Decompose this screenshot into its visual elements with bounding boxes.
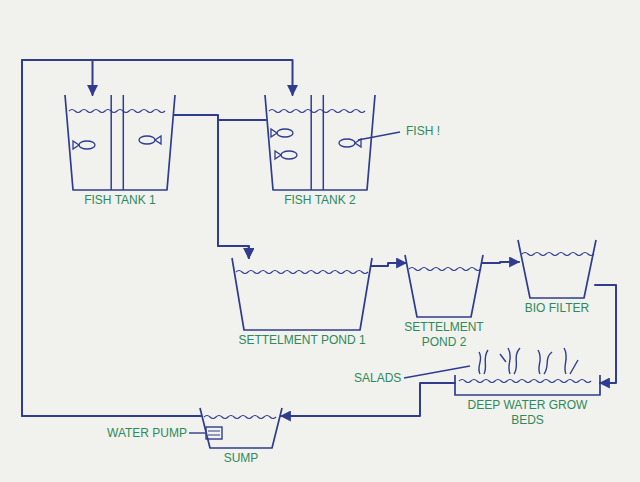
- node-label: SETTELMENT POND 2: [394, 320, 494, 350]
- pond-outline: [405, 255, 483, 317]
- divider: [123, 95, 125, 190]
- sump-outline: [200, 408, 282, 448]
- pipe-connector: [281, 383, 455, 416]
- fish-tail: [271, 129, 277, 137]
- fish-sketch: [79, 141, 95, 149]
- pipe-connector: [371, 263, 406, 266]
- water-line: [459, 380, 591, 383]
- pond-outline: [518, 240, 596, 298]
- fish-sketch: [339, 139, 355, 147]
- grow-bed-outline: [455, 375, 600, 395]
- plant-sketch: [479, 350, 488, 374]
- fish-sketch: [139, 136, 155, 144]
- vessel-outline: [65, 95, 175, 190]
- vessel-outline: [232, 258, 372, 330]
- callout-label: WATER PUMP: [105, 426, 189, 441]
- vessel-outline: [265, 95, 375, 190]
- fish-tail: [355, 139, 361, 147]
- callout-label: FISH !: [404, 124, 442, 139]
- divider: [110, 95, 112, 190]
- plant-sketch: [500, 348, 520, 374]
- vessel-node: BIO FILTER: [518, 240, 596, 316]
- water-line: [269, 110, 365, 113]
- node-label: DEEP WATER GROW BEDS: [453, 398, 603, 428]
- vessel-node: FISH TANK 2: [265, 95, 375, 208]
- water-line: [409, 268, 481, 271]
- leader-line: [358, 132, 400, 140]
- pipe-connector: [218, 120, 266, 258]
- plant-sketch: [538, 350, 552, 374]
- water-line: [522, 253, 594, 256]
- pipe-connector: [482, 262, 519, 263]
- vessel-outline: [200, 408, 282, 448]
- vessel-node: SUMP: [200, 408, 282, 466]
- fish-tail: [155, 136, 161, 144]
- pond-outline: [232, 258, 372, 330]
- pipe-connector: [174, 115, 249, 258]
- pipe-connector: [595, 285, 616, 383]
- vessel-node: SETTELMENT POND 2: [405, 255, 483, 350]
- divider: [310, 95, 312, 190]
- pump-symbol: [208, 431, 220, 432]
- node-label: FISH TANK 1: [60, 193, 180, 208]
- vessel-node: SETTELMENT POND 1: [232, 258, 372, 348]
- vessel-outline: [405, 255, 483, 317]
- node-label: BIO FILTER: [512, 301, 602, 316]
- node-label: SETTELMENT POND 1: [232, 333, 372, 348]
- leader-line: [404, 366, 470, 378]
- vessel-node: FISH TANK 1: [65, 95, 175, 208]
- leader-line: [188, 432, 205, 433]
- vessel-outline: [455, 375, 600, 395]
- pump-symbol: [208, 435, 220, 436]
- callout-label: SALADS: [352, 371, 403, 386]
- pipe-connector: [22, 60, 201, 416]
- pipe-connector: [22, 60, 293, 416]
- plant-sketch: [564, 348, 578, 374]
- divider: [323, 95, 325, 190]
- tank-outline: [65, 95, 175, 190]
- pump-symbol: [206, 427, 222, 439]
- node-label: FISH TANK 2: [260, 193, 380, 208]
- fish-sketch: [277, 129, 293, 137]
- tank-outline: [265, 95, 375, 190]
- water-line: [204, 416, 276, 419]
- fish-sketch: [281, 151, 297, 159]
- fish-tail: [275, 151, 281, 159]
- node-label: SUMP: [200, 451, 282, 466]
- fish-tail: [73, 141, 79, 149]
- vessel-node: DEEP WATER GROW BEDS: [455, 375, 600, 428]
- water-line: [69, 110, 165, 113]
- water-line: [236, 271, 368, 274]
- vessel-outline: [518, 240, 596, 298]
